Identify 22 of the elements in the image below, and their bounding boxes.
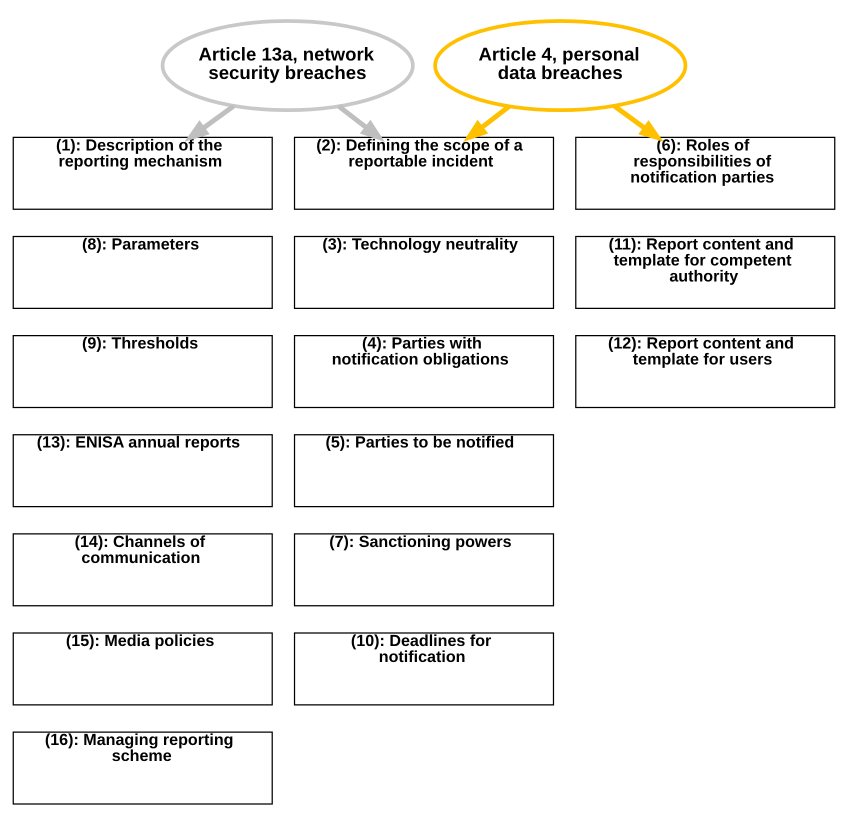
arrow (612, 104, 664, 142)
node-ellipse: Article 4, personal data breaches (433, 18, 688, 112)
node-box: (10): Deadlines for notification (294, 632, 554, 706)
node-box: (2): Defining the scope of a reportable incident (294, 136, 554, 210)
node-box: (7): Sanctioning powers (294, 532, 554, 606)
arrow (184, 104, 236, 142)
node-box: (13): ENISA annual reports (12, 434, 273, 507)
node-box: (16): Managing reporting scheme (12, 731, 273, 804)
arrow (337, 104, 385, 142)
node-ellipse: Article 13a, network security breaches (160, 18, 415, 112)
node-box: (9): Thresholds (12, 334, 273, 408)
node-box: (6): Roles of responsibilities of notification parties (575, 136, 836, 210)
node-box: (1): Description of the reporting mechanism (12, 136, 273, 210)
node-box: (14): Channels of communication (12, 532, 273, 606)
arrow (463, 104, 511, 142)
node-box: (3): Technology neutrality (294, 235, 554, 309)
node-box: (8): Parameters (12, 235, 273, 309)
node-box: (11): Report content and template for competent authority (575, 235, 836, 309)
node-box: (12): Report content and template for users (575, 334, 836, 408)
node-box: (5): Parties to be notified (294, 434, 554, 507)
node-box: (15): Media policies (12, 632, 273, 706)
node-box: (4): Parties with notification obligations (294, 334, 554, 408)
